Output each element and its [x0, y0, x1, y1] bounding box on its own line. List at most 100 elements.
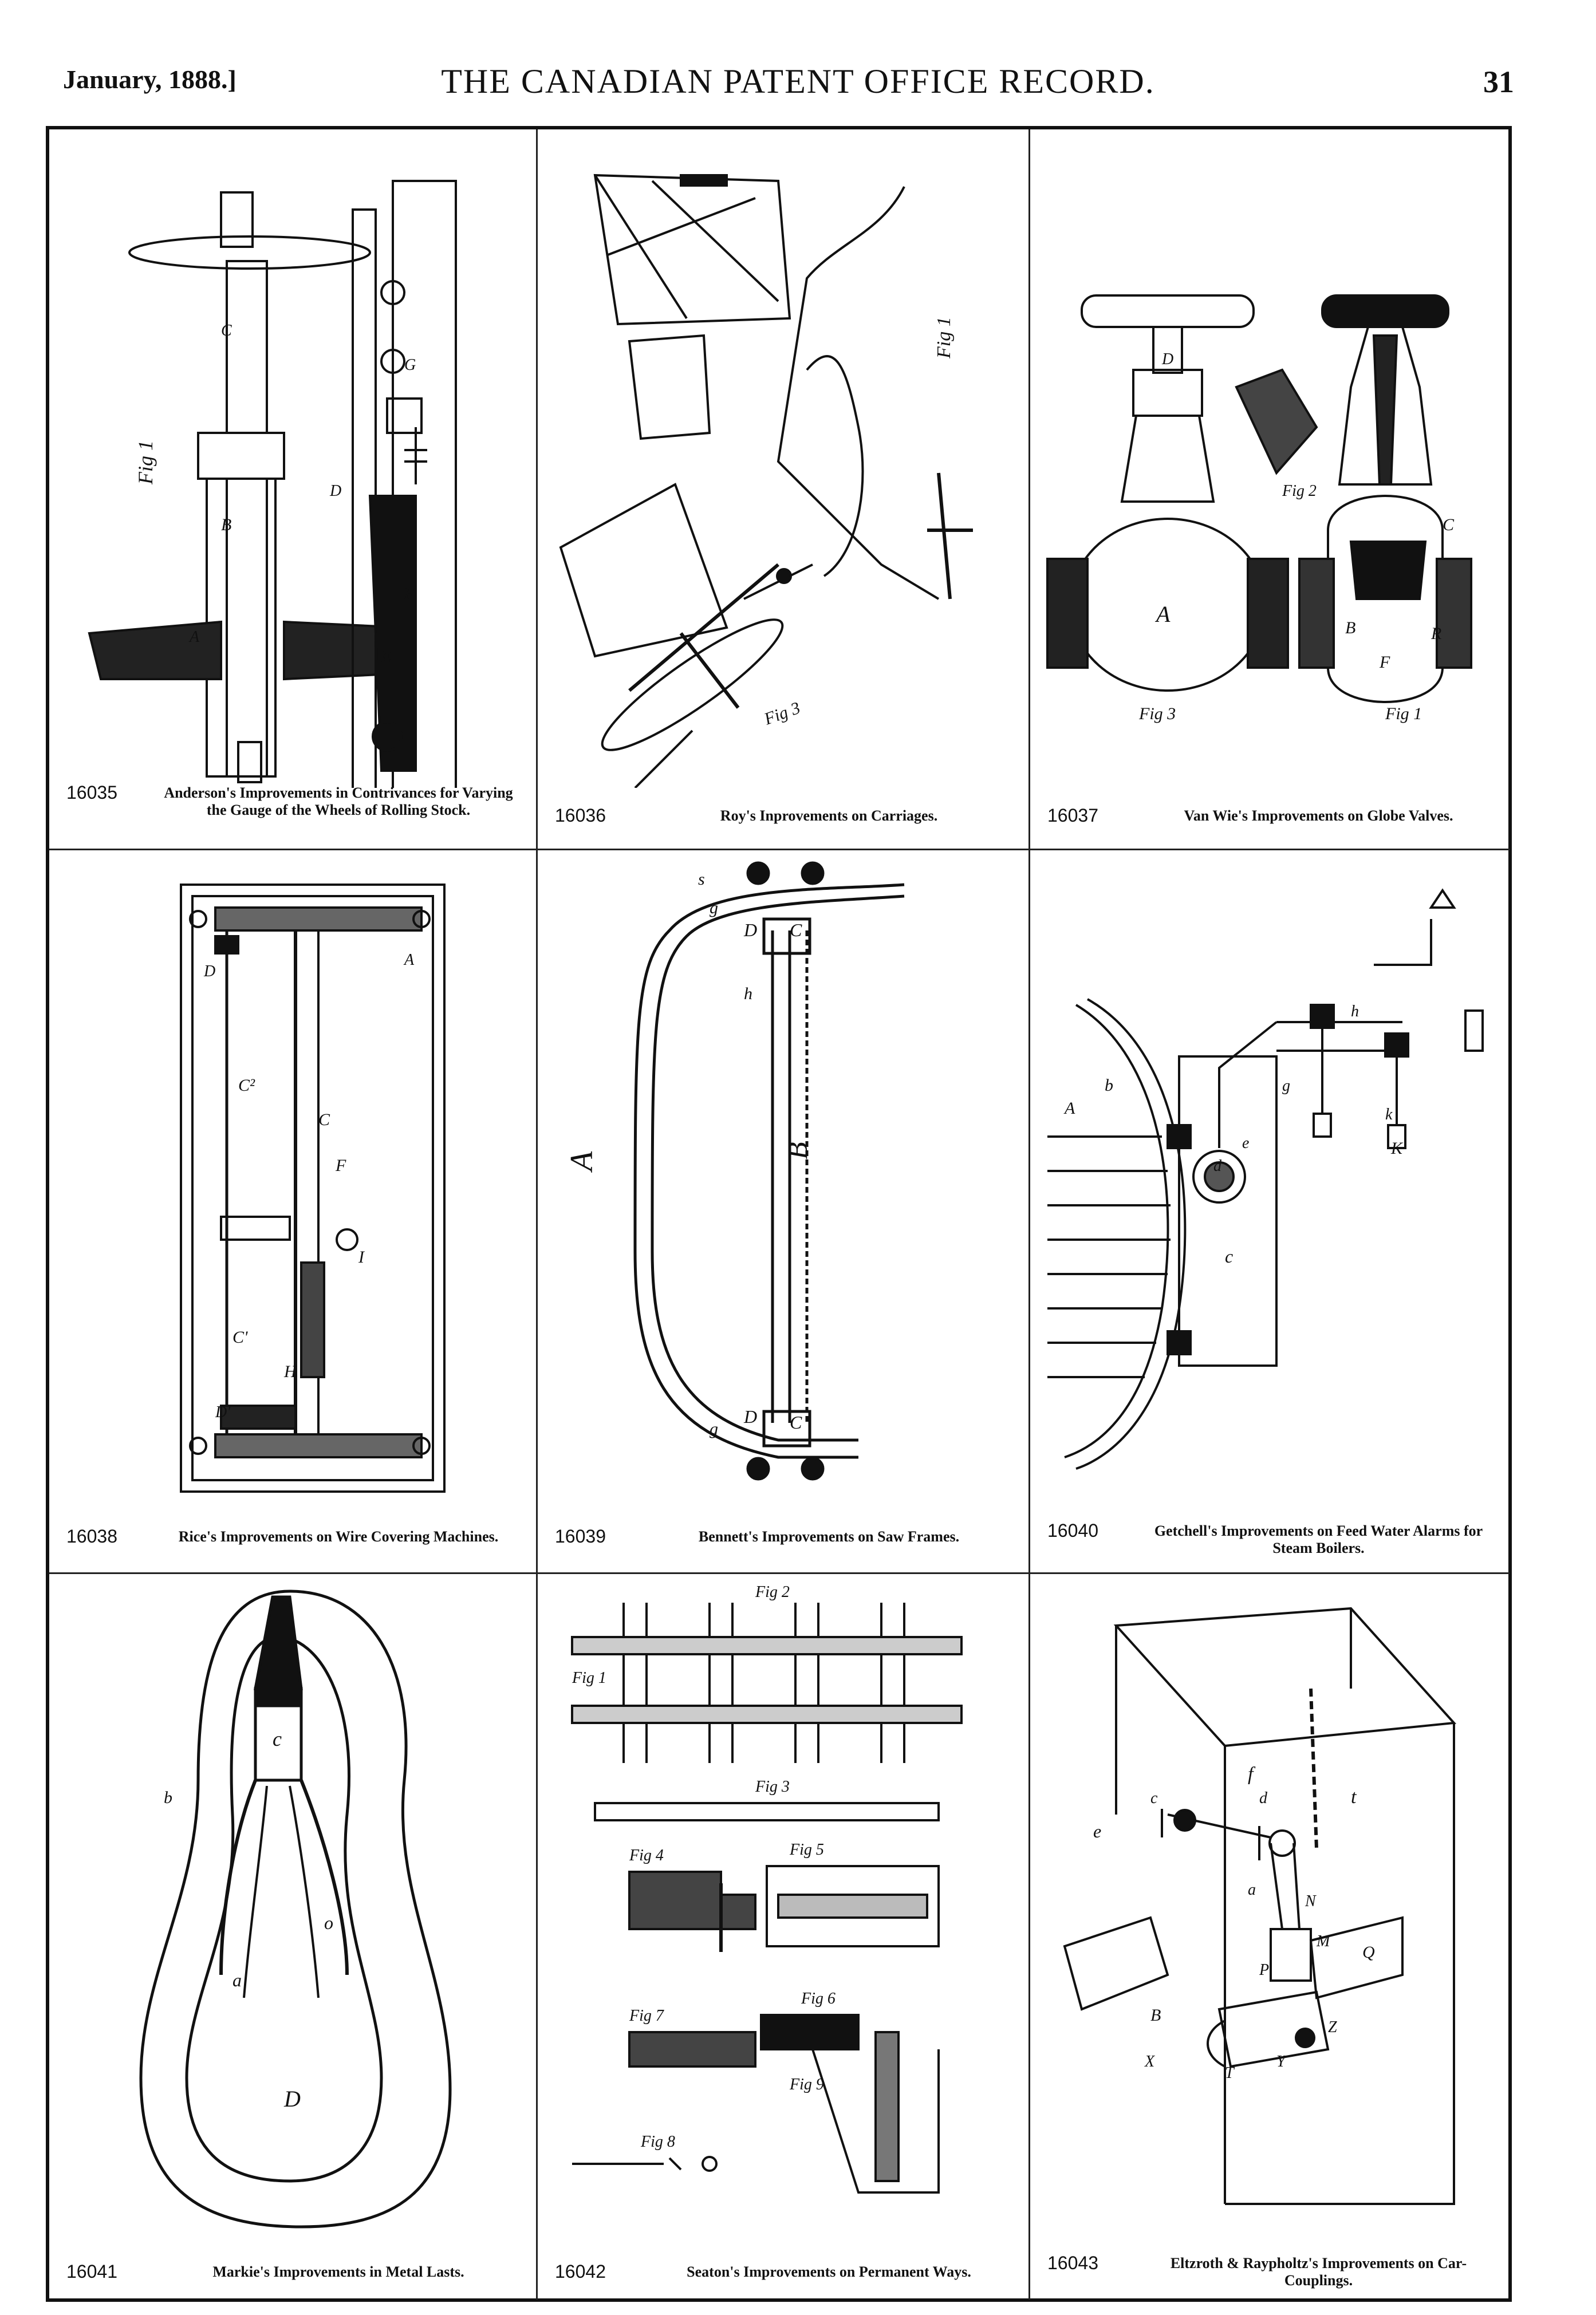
svg-text:Fig 1: Fig 1: [134, 440, 157, 485]
patent-title: Anderson's Improvements in Contrivances …: [164, 784, 513, 818]
svg-text:f: f: [1248, 1764, 1256, 1785]
svg-text:B: B: [1150, 2006, 1161, 2025]
svg-text:Fig 3: Fig 3: [761, 699, 803, 729]
svg-text:Fig 4: Fig 4: [629, 1847, 664, 1864]
svg-text:D: D: [743, 920, 757, 940]
issue-date: January, 1888.]: [63, 65, 237, 94]
svg-text:B: B: [221, 515, 231, 534]
svg-text:A: A: [1063, 1099, 1075, 1118]
patent-number: 16041: [66, 2261, 117, 2282]
svg-text:C: C: [1443, 515, 1455, 534]
svg-text:Fig 1: Fig 1: [933, 317, 955, 359]
row-divider: [49, 849, 1510, 850]
patent-cell-16036: Fig 1 Fig 3 16036 Roy's Inprovements on …: [538, 129, 1028, 849]
svg-text:A: A: [188, 628, 200, 646]
svg-text:Fig 1: Fig 1: [1385, 704, 1422, 723]
patent-title: Van Wie's Improvements on Globe Valves.: [1184, 807, 1453, 824]
svg-text:s: s: [698, 870, 705, 889]
svg-text:e: e: [1093, 1821, 1101, 1841]
svg-text:F: F: [404, 585, 415, 603]
svg-text:F: F: [1379, 653, 1390, 672]
svg-text:N: N: [1305, 1892, 1317, 1910]
svg-text:D: D: [329, 482, 341, 500]
svg-text:d: d: [1259, 1789, 1268, 1807]
globe-valve-drawing: A B R F C D Fig 2 Fig 3 Fig 1: [1046, 294, 1472, 723]
patent-cell-16037: A B R F C D Fig 2 Fig 3 Fig 1 16037 Van …: [1030, 129, 1515, 849]
svg-text:Fig 3: Fig 3: [1138, 704, 1176, 723]
svg-text:t: t: [1351, 1786, 1357, 1808]
patent-cell-16043: f t e c d a N M P Q B X T Y Z 16043 Eltz…: [1030, 1574, 1515, 2301]
column-divider: [536, 129, 538, 2300]
svg-text:C²: C²: [238, 1076, 255, 1095]
svg-text:g: g: [710, 898, 718, 917]
svg-text:g: g: [710, 1419, 718, 1438]
svg-text:Fig 7: Fig 7: [629, 2007, 664, 2025]
patent-cell-16041: c a b o D 16041 Markie's Improvements in…: [49, 1574, 536, 2301]
svg-text:o: o: [324, 1912, 333, 1933]
patent-figure-grid: Fig 1 B C A D E F G 16035 Anderson's Imp…: [46, 126, 1512, 2302]
patent-title: Rice's Improvements on Wire Covering Mac…: [178, 1528, 499, 1545]
page-header: January, 1888.] THE CANADIAN PATENT OFFI…: [0, 0, 1596, 126]
svg-text:Fig 9: Fig 9: [789, 2076, 824, 2093]
patent-number: 16035: [66, 782, 117, 803]
svg-text:H: H: [283, 1362, 298, 1381]
svg-text:c: c: [1150, 1789, 1158, 1807]
svg-text:M: M: [1316, 1933, 1331, 1950]
row-divider: [49, 1572, 1510, 1574]
svg-text:A: A: [564, 1151, 600, 1173]
patent-number: 16042: [555, 2261, 606, 2282]
svg-text:Fig 6: Fig 6: [801, 1990, 836, 2008]
patent-title: Eltzroth & Raypholtz's Improvements on C…: [1170, 2255, 1467, 2289]
svg-text:Fig 2: Fig 2: [1282, 482, 1317, 500]
patent-number: 16036: [555, 805, 606, 826]
svg-text:b: b: [164, 1788, 172, 1807]
patent-number: 16039: [555, 1526, 606, 1547]
patent-title: Markie's Improvements in Metal Lasts.: [212, 2263, 464, 2280]
patent-title: Roy's Inprovements on Carriages.: [720, 807, 938, 824]
wire-covering-machine-drawing: C² C' C F H I D D' A: [180, 884, 446, 1493]
metal-last-drawing: c a b o D: [139, 1590, 452, 2229]
svg-text:e: e: [1242, 1134, 1249, 1152]
svg-text:B: B: [1345, 618, 1355, 637]
patent-cell-16042: Fig 2 Fig 1 Fig 3 Fig 4 Fig 5 Fig 6 Fig …: [538, 1574, 1028, 2301]
svg-text:A: A: [403, 951, 415, 969]
wheel-gauge-drawing: Fig 1 B C A D E F G: [88, 180, 457, 788]
patent-number: 16037: [1047, 805, 1098, 826]
svg-text:Fig 5: Fig 5: [789, 1841, 824, 1859]
svg-text:C: C: [318, 1110, 330, 1129]
patent-cell-16035: Fig 1 B C A D E F G 16035 Anderson's Imp…: [49, 129, 536, 849]
carriage-drawing: Fig 1 Fig 3: [559, 173, 973, 788]
svg-text:D': D': [215, 1403, 231, 1421]
patent-number: 16043: [1047, 2253, 1098, 2273]
svg-text:Fig 8: Fig 8: [640, 2133, 675, 2151]
svg-text:D: D: [743, 1406, 757, 1427]
svg-text:A: A: [1154, 601, 1171, 627]
svg-text:X: X: [1144, 2053, 1155, 2071]
svg-text:d: d: [1213, 1157, 1222, 1175]
svg-text:D: D: [203, 963, 215, 980]
patent-title: Getchell's Improvements on Feed Water Al…: [1154, 1523, 1483, 1556]
svg-text:D: D: [283, 2086, 301, 2112]
publication-title: THE CANADIAN PATENT OFFICE RECORD.: [441, 62, 1155, 100]
patent-cell-16040: A b c d e g h k K 16040 Getchell's Impro…: [1030, 850, 1515, 1572]
svg-text:D: D: [1161, 350, 1173, 368]
svg-text:Q: Q: [1362, 1943, 1375, 1962]
svg-text:F: F: [335, 1156, 346, 1175]
patent-title: Bennett's Improvements on Saw Frames.: [698, 1528, 960, 1545]
svg-text:C: C: [790, 1412, 802, 1433]
svg-text:T: T: [1225, 2064, 1235, 2082]
svg-text:C: C: [790, 920, 802, 940]
patent-title: Seaton's Improvements on Permanent Ways.: [687, 2263, 971, 2280]
svg-text:h: h: [1351, 1003, 1359, 1020]
permanent-way-drawing: Fig 2 Fig 1 Fig 3 Fig 4 Fig 5 Fig 6 Fig …: [571, 1583, 963, 2194]
saw-frame-drawing: A B D C D C g g s h: [564, 861, 905, 1481]
svg-text:C': C': [232, 1328, 248, 1347]
svg-text:Fig 2: Fig 2: [755, 1583, 790, 1601]
svg-text:a: a: [232, 1970, 242, 1990]
patent-number: 16038: [66, 1526, 117, 1547]
svg-text:c: c: [273, 1728, 282, 1750]
svg-text:P: P: [1259, 1961, 1269, 1979]
svg-text:Y: Y: [1276, 2053, 1287, 2071]
svg-text:R: R: [1431, 624, 1441, 643]
svg-text:C: C: [221, 322, 232, 340]
